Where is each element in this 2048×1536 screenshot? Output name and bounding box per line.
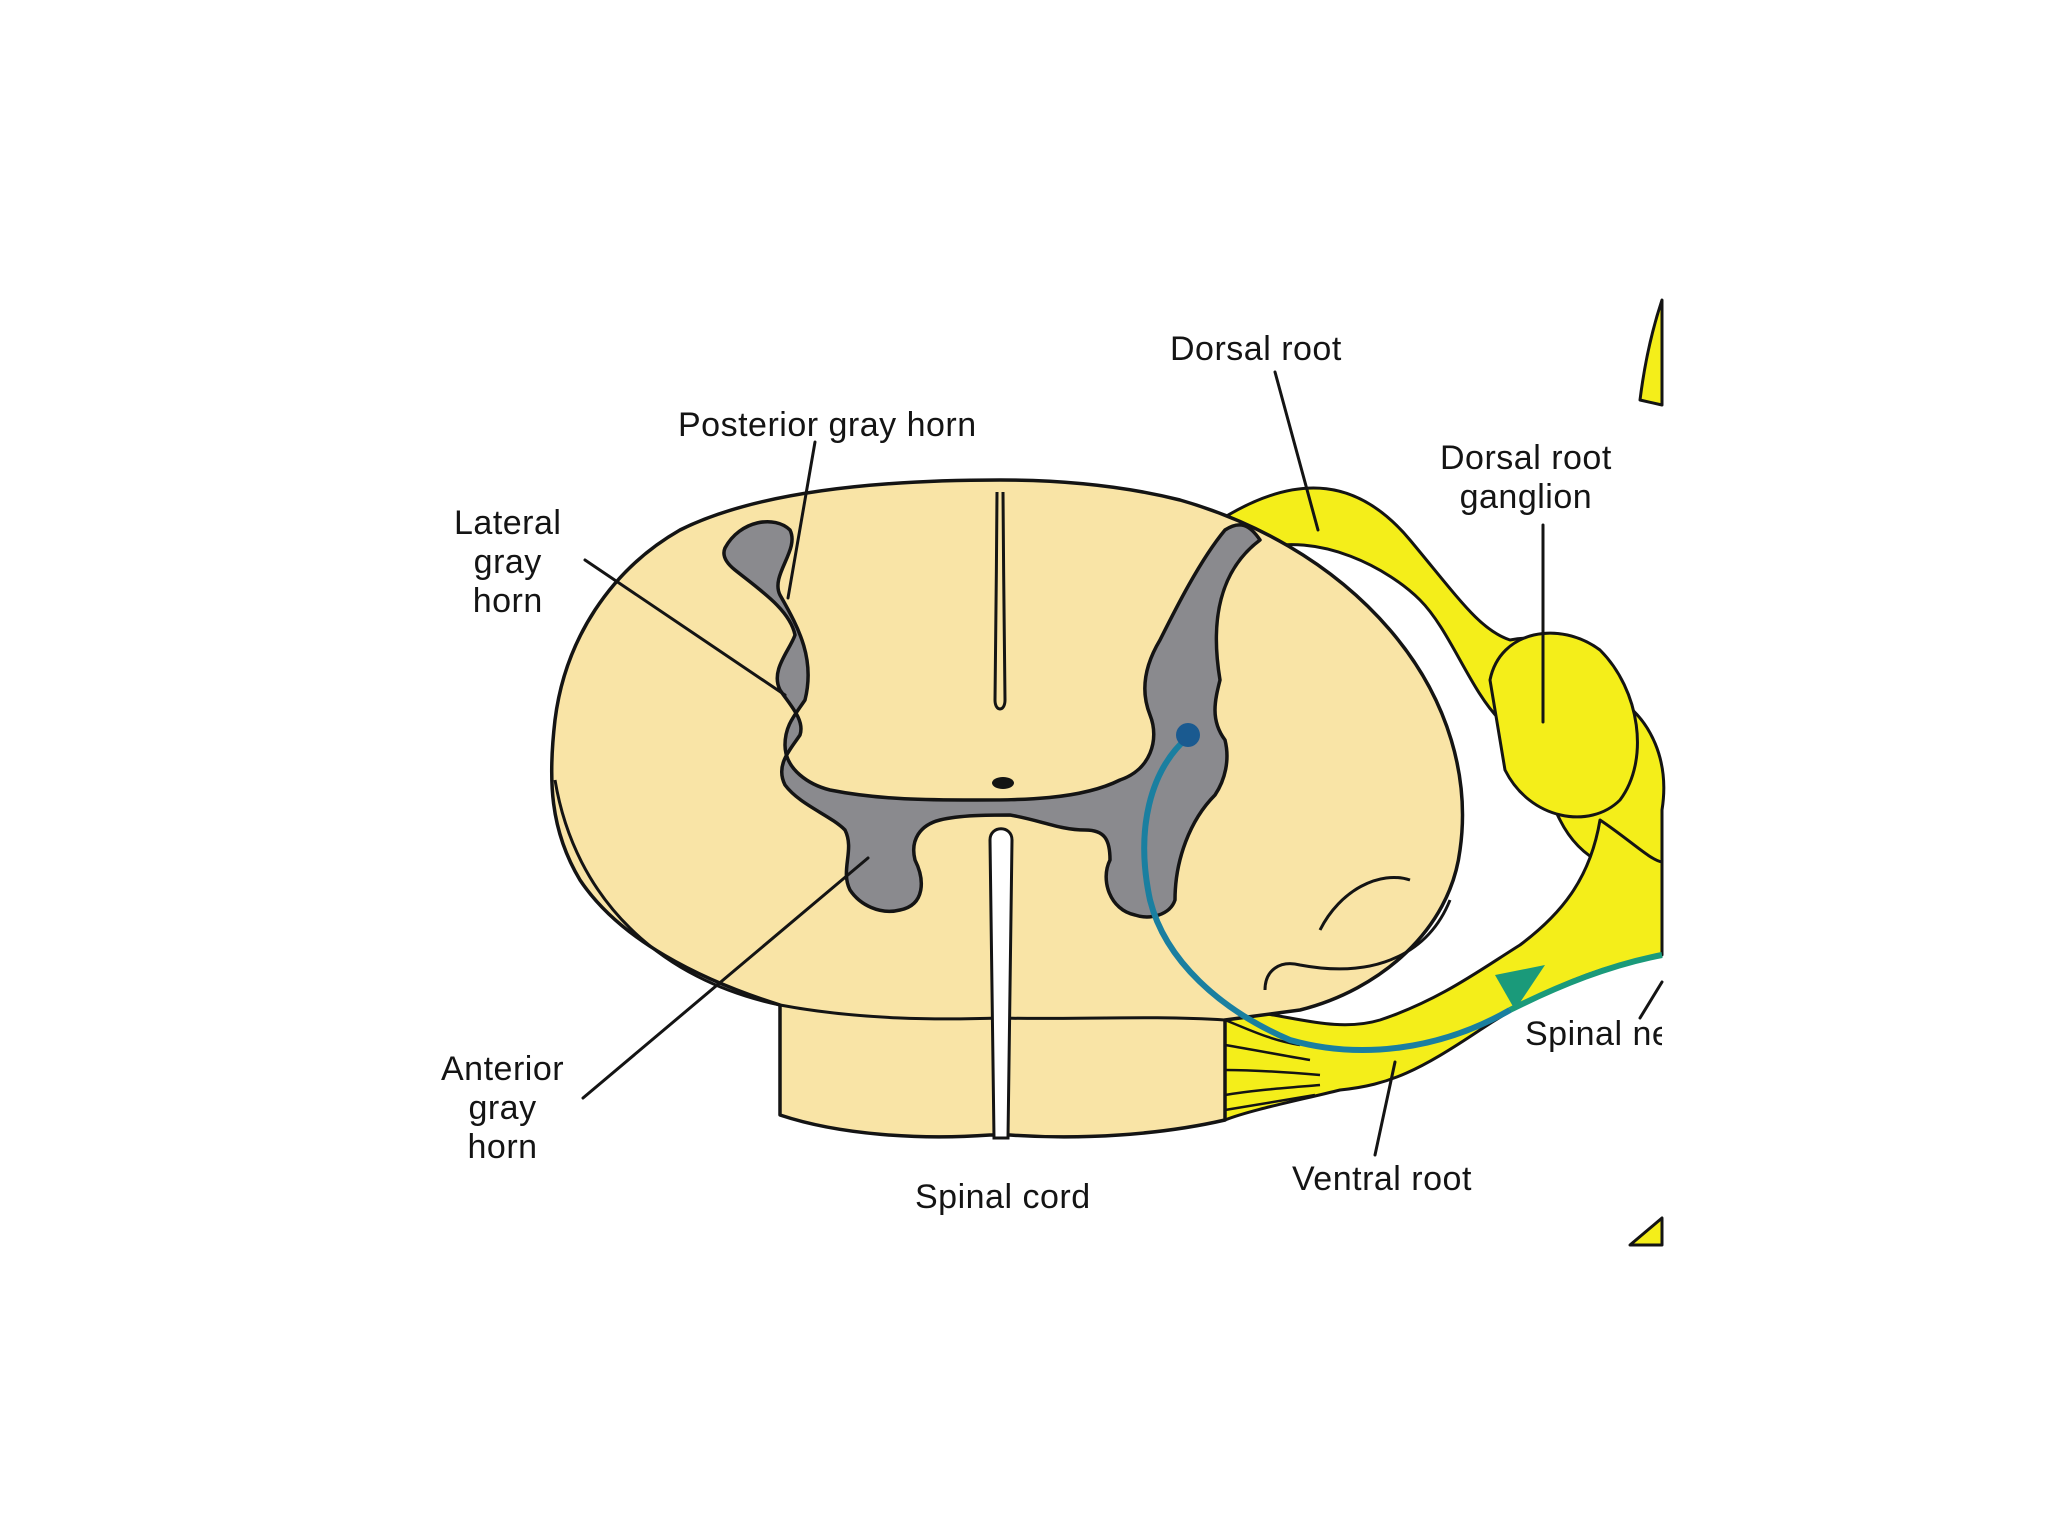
- dorsal-root-label: Dorsal root: [1170, 330, 1342, 368]
- leader-ventral-root: [1373, 1060, 1397, 1157]
- motor-axon: [1141, 734, 1512, 1053]
- dorsal-root-ganglion-bulge: [1488, 631, 1639, 819]
- dorsal-root-ganglion-label-line-1: Dorsal root: [1440, 439, 1612, 477]
- lateral-gray-horn-label-line-3: horn: [472, 582, 543, 620]
- anterior-gray-horn-label: Anterior gray horn: [441, 1050, 564, 1167]
- ventral-root-label: Ventral root: [1292, 1160, 1472, 1198]
- dorsal-root-ganglion-label: Dorsal root ganglion: [1440, 439, 1612, 517]
- spinal-nerve-label: Spinal ne: [1525, 1015, 1662, 1053]
- spinal-nerve-upper-fragment: [1638, 298, 1664, 407]
- leader-anterior-gray-horn: [581, 856, 870, 1100]
- leader-posterior-gray-horn: [786, 440, 817, 600]
- lateral-gray-horn-label-line-1: Lateral: [454, 504, 562, 542]
- lateral-gray-horn-label-line-2: gray: [473, 543, 542, 581]
- anterior-gray-horn-label-line-3: horn: [467, 1128, 538, 1166]
- anterior-median-fissure: [988, 827, 1014, 1140]
- leader-spinal-nerve: [1638, 980, 1664, 1020]
- gray-matter-shape: [722, 520, 1262, 919]
- anterior-gray-horn-label-line-1: Anterior: [441, 1050, 565, 1088]
- central-canal: [992, 777, 1014, 789]
- leader-lateral-gray-horn: [583, 558, 787, 697]
- ventral-rootlets: [1224, 1018, 1321, 1112]
- leader-lines: [581, 370, 1664, 1157]
- axon-arrowhead: [1495, 965, 1545, 1010]
- dorsal-root-ganglion-label-line-2: ganglion: [1459, 478, 1593, 516]
- gray-matter: [722, 520, 1262, 919]
- axon-in-nerve: [1508, 952, 1663, 1013]
- anterior-gray-horn-label-line-2: gray: [468, 1089, 537, 1127]
- spinal-nerve-lower-fragment: [1628, 1216, 1664, 1247]
- median-fissures: [988, 491, 1014, 1140]
- posterior-median-sulcus: [993, 491, 1007, 711]
- posterior-gray-horn-label: Posterior gray horn: [678, 406, 977, 444]
- leader-dorsal-root: [1273, 370, 1320, 532]
- motor-neuron-pathway: [1141, 723, 1663, 1053]
- spinal-cord-label: Spinal cord: [915, 1178, 1091, 1216]
- lateral-gray-horn-label: Lateral gray horn: [454, 504, 561, 621]
- neuron-cell-body: [1176, 723, 1200, 747]
